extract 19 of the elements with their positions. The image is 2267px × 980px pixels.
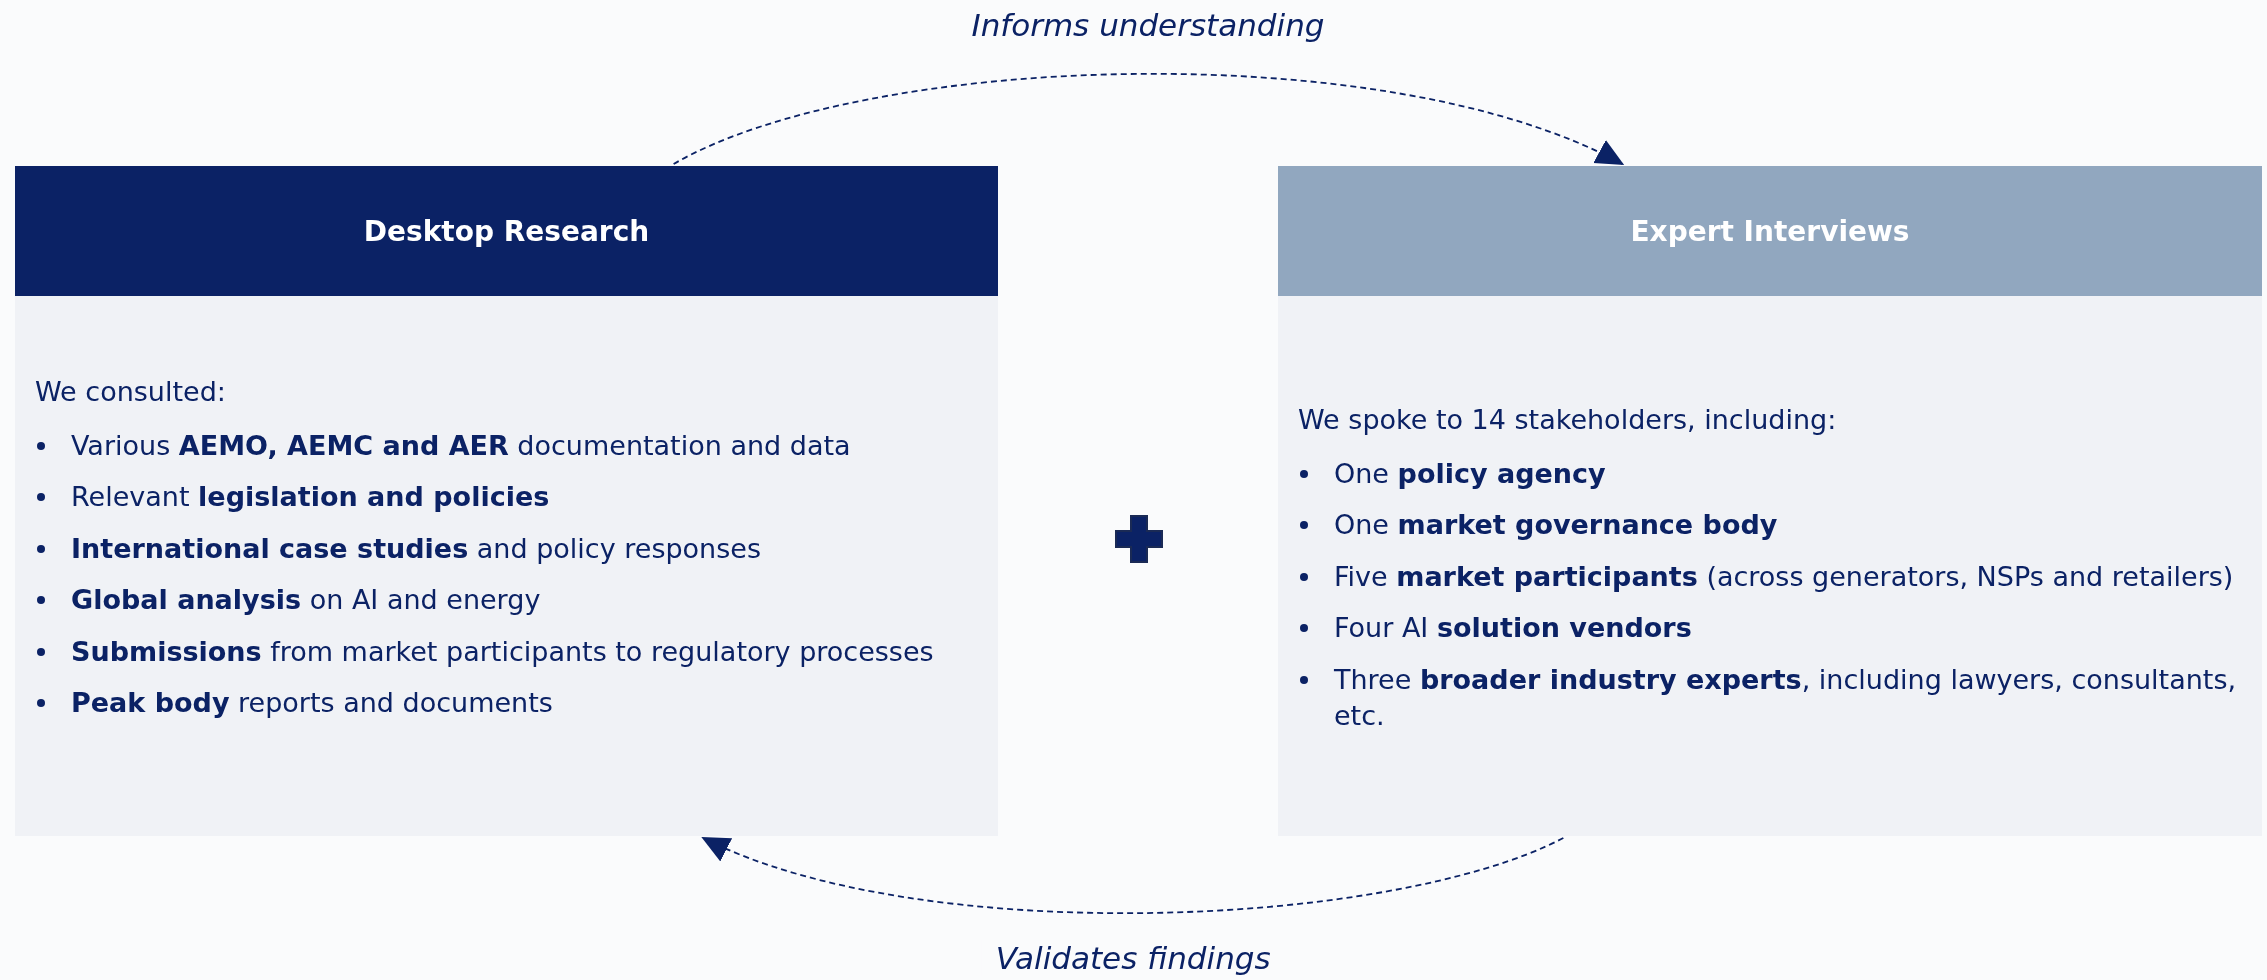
bullet-item: International case studies and policy responses <box>35 530 994 567</box>
bullet-item: Peak body reports and documents <box>35 685 994 721</box>
curved-arrow <box>701 836 1565 914</box>
bullet-item: One market governance body <box>1298 507 2258 543</box>
bullet-item: Submissions from market participants to regulatory processes <box>35 633 994 670</box>
curved-arrow <box>672 73 1625 166</box>
card-header: Desktop Research <box>15 166 998 296</box>
bullet-item: Three broader industry experts, including lawyers, consultants, etc. <box>1298 661 2258 734</box>
intro-text: We spoke to 14 stakeholders, including: <box>1298 404 1837 435</box>
bullet-item: Four AI solution vendors <box>1298 610 2258 646</box>
card <box>15 166 998 836</box>
card <box>1278 166 2262 836</box>
bullet-item: Global analysis on AI and energy <box>35 582 994 618</box>
card-header: Expert Interviews <box>1278 166 2262 296</box>
bullet-item: Relevant legislation and policies <box>35 479 994 515</box>
intro-text: We consulted: <box>35 376 226 407</box>
bullet-item: Five market participants (across generators, NSPs and retailers) <box>1298 558 2258 595</box>
bullet-item: Various AEMO, AEMC and AER documentation and data <box>35 427 994 464</box>
bullet-item: One policy agency <box>1298 455 2258 492</box>
